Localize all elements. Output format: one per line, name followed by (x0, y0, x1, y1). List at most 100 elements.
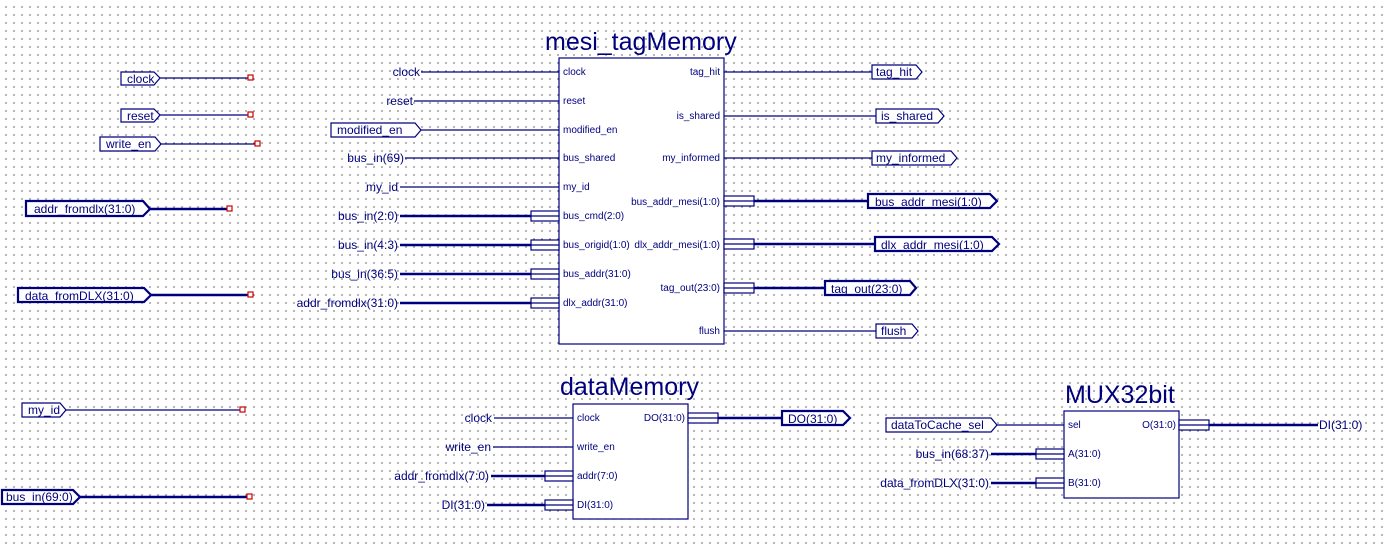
terminator-icon (239, 406, 246, 413)
pin-label: DO(31:0) (644, 413, 685, 424)
net-label: bus_in(2:0) (338, 209, 398, 223)
port-bus-addr-mesi[interactable]: bus_addr_mesi(1:0) (866, 192, 999, 210)
left-port-data-fromdlx[interactable]: data_fromDLX(31:0) (16, 286, 254, 304)
net-label: clock (465, 411, 493, 425)
net-label: write_en (445, 440, 491, 454)
port-flag (99, 136, 162, 152)
pin-label: bus_shared (563, 153, 615, 164)
left-port-bus-in[interactable]: bus_in(69:0) (0, 488, 253, 506)
port-flag (16, 286, 153, 304)
port-flag (875, 323, 919, 339)
mux-block[interactable]: MUX32bit bus_in(68:37) data_fromDLX(31:0… (880, 381, 1362, 499)
port-dlx-addr-mesi[interactable]: dlx_addr_mesi(1:0) (873, 235, 1001, 253)
pin-label: A(31:0) (1068, 449, 1101, 460)
port-label: write_en (105, 137, 151, 151)
port-label: addr_fromdlx(31:0) (34, 202, 135, 216)
tag-memory-body (558, 57, 725, 345)
pin-label: dlx_addr_mesi(1:0) (634, 240, 720, 251)
pin-label: my_informed (662, 153, 720, 164)
left-port-clock[interactable]: clock (120, 71, 254, 86)
net-label: DI(31:0) (1319, 418, 1362, 432)
pin-label: addr(7:0) (577, 471, 618, 482)
port-label: flush (881, 324, 906, 338)
port-flag (823, 279, 918, 297)
mux-body (1063, 410, 1180, 499)
data-memory-block[interactable]: dataMemory clock write_en addr_fromdlx(7… (394, 373, 782, 520)
net-label: clock (393, 65, 421, 79)
pin-label: reset (563, 96, 585, 107)
port-modified-en[interactable]: modified_en (330, 122, 422, 138)
port-flag (24, 199, 152, 218)
port-flag (873, 235, 1001, 253)
left-port-reset[interactable]: reset (120, 108, 254, 123)
port-label: DO(31:0) (788, 412, 837, 426)
port-flag (0, 488, 82, 506)
port-label: modified_en (337, 123, 402, 137)
pin-label: is_shared (677, 111, 720, 122)
port-tag-out[interactable]: tag_out(23:0) (823, 279, 918, 297)
port-label: bus_addr_mesi(1:0) (875, 195, 982, 209)
port-label: is_shared (881, 109, 933, 123)
port-flag (780, 409, 852, 427)
pin-label: sel (1068, 420, 1081, 431)
port-label: clock (127, 72, 155, 86)
pin-label: my_id (563, 182, 590, 193)
port-flag (875, 108, 945, 124)
net-label: bus_in(69) (347, 151, 404, 165)
net-label: bus_in(68:37) (916, 447, 989, 461)
pin-label: bus_addr(31:0) (563, 269, 631, 280)
port-flag (21, 402, 67, 418)
net-label: my_id (366, 180, 398, 194)
pin-label: B(31:0) (1068, 478, 1101, 489)
port-flag (866, 192, 999, 210)
pin-label: write_en (576, 442, 615, 453)
net-label: addr_fromdlx(31:0) (297, 296, 398, 310)
port-do[interactable]: DO(31:0) (780, 409, 852, 427)
port-flag (871, 64, 923, 80)
data-memory-body (572, 403, 689, 520)
port-flag (871, 150, 958, 166)
port-datatocache-sel[interactable]: dataToCache_sel (885, 417, 998, 433)
terminator-icon (247, 111, 254, 118)
port-label: reset (127, 109, 154, 123)
pin-label: dlx_addr(31:0) (563, 298, 627, 309)
pin-label: O(31:0) (1142, 420, 1176, 431)
pin-label: tag_out(23:0) (661, 283, 721, 294)
net-label: bus_in(36:5) (331, 267, 398, 281)
terminator-icon (247, 74, 254, 81)
port-label: bus_in(69:0) (6, 490, 73, 504)
port-tag-hit[interactable]: tag_hit (871, 64, 923, 80)
net-label: data_fromDLX(31:0) (880, 476, 989, 490)
pin-label: clock (563, 67, 587, 78)
port-label: tag_hit (876, 65, 913, 79)
port-flag (120, 108, 161, 123)
port-is-shared[interactable]: is_shared (875, 108, 945, 124)
pin-label: bus_cmd(2:0) (563, 211, 624, 222)
pin-label: tag_hit (690, 67, 720, 78)
port-my-informed[interactable]: my_informed (871, 150, 958, 166)
pin-label: DI(31:0) (577, 500, 613, 511)
pin-label: flush (699, 326, 720, 337)
mux-title: MUX32bit (1065, 381, 1175, 409)
net-label: addr_fromdlx(7:0) (394, 469, 489, 483)
pin-label: bus_addr_mesi(1:0) (631, 197, 720, 208)
data-memory-title: dataMemory (560, 373, 699, 401)
port-label: my_id (28, 403, 60, 417)
left-port-my-id[interactable]: my_id (21, 402, 246, 418)
port-label: my_informed (876, 151, 945, 165)
left-port-write-en[interactable]: write_en (99, 136, 261, 152)
terminator-icon (246, 493, 253, 500)
terminator-icon (254, 140, 261, 147)
tag-memory-title: mesi_tagMemory (545, 28, 737, 56)
terminator-icon (226, 205, 233, 212)
port-label: data_fromDLX(31:0) (25, 289, 134, 303)
port-flag (120, 71, 161, 86)
net-label: DI(31:0) (442, 498, 485, 512)
left-port-addr-fromdlx[interactable]: addr_fromdlx(31:0) (24, 199, 233, 218)
port-label: dataToCache_sel (891, 418, 984, 432)
net-label: bus_in(4:3) (338, 238, 398, 252)
net-label: reset (386, 94, 413, 108)
tag-memory-block[interactable]: mesi_tagMemory clock reset modified_en b… (297, 28, 876, 345)
port-label: dlx_addr_mesi(1:0) (881, 238, 984, 252)
port-flush[interactable]: flush (875, 323, 919, 339)
